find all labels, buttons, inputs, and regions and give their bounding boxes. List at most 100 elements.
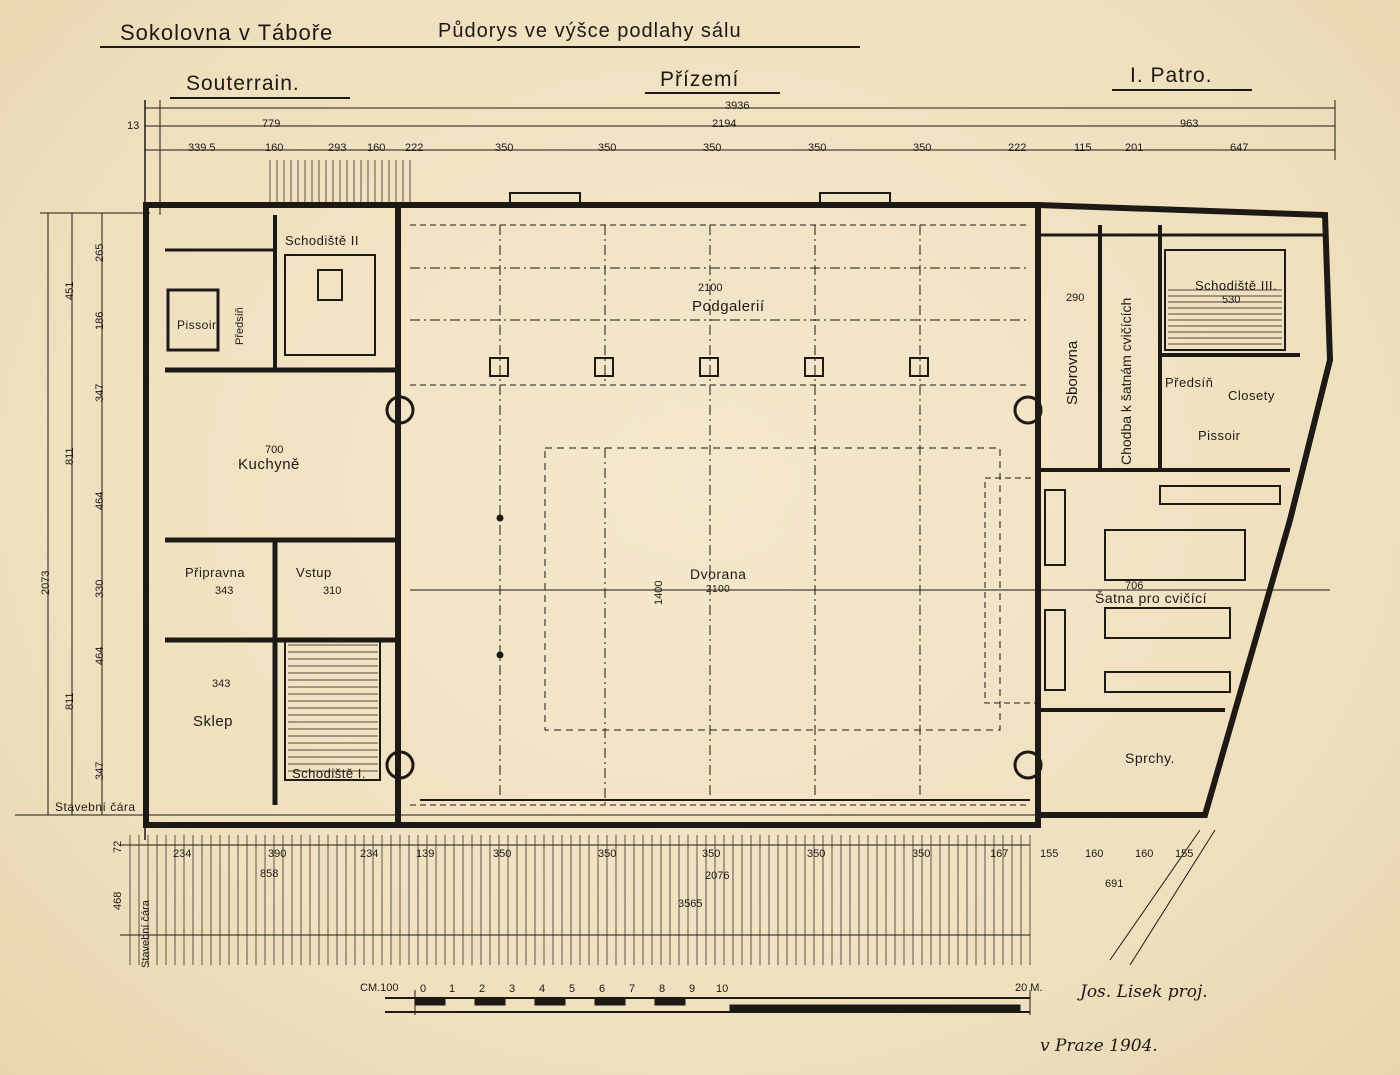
room-sprchy: Sprchy.: [1125, 750, 1175, 766]
dim-top-5: 222: [405, 142, 424, 154]
dim-sborovna: 290: [1066, 292, 1085, 304]
dim-left-72: 72: [112, 840, 124, 853]
section-prizemi-underline: [645, 92, 780, 94]
room-kuchyne: Kuchyně: [238, 456, 300, 473]
dim-bottom-3: 234: [360, 848, 379, 860]
dim-dvorana-height: 1400: [653, 580, 665, 605]
dim-pripravna: 343: [215, 585, 234, 597]
dim-left-total: 2073: [40, 570, 52, 595]
dim-left-451: 451: [64, 281, 76, 300]
dim-top-10: 350: [913, 142, 932, 154]
dim-schodiste-3: 530: [1222, 294, 1241, 306]
scale-tick-7: 7: [629, 983, 636, 995]
room-predsin-left: Předsíň: [234, 307, 246, 345]
room-dvorana: Dvorana: [690, 566, 747, 582]
dim-left-347-a: 347: [94, 383, 106, 402]
section-patro-underline: [1112, 89, 1252, 91]
room-sborovna: Sborovna: [1064, 340, 1081, 405]
dim-top-3: 293: [328, 142, 347, 154]
section-prizemi: Přízemí: [660, 68, 740, 91]
dim-left-468: 468: [112, 891, 124, 910]
dim-bottom-1: 234: [173, 848, 192, 860]
scale-tick-8: 8: [659, 983, 666, 995]
dim-top-14: 647: [1230, 142, 1249, 154]
dim-top-8: 350: [703, 142, 722, 154]
scale-tick-3: 3: [509, 983, 516, 995]
room-chodba: Chodba k šatnám cvičících: [1118, 297, 1134, 465]
dim-kuchyne: 700: [265, 444, 284, 456]
scale-tick-5: 5: [569, 983, 576, 995]
scale-tick-2: 2: [479, 983, 486, 995]
scale-tick-9: 9: [689, 983, 696, 995]
dim-bottom-5: 350: [493, 848, 512, 860]
dim-left-811-bottom: 811: [64, 692, 76, 710]
room-schodiste-1: Schodiště I.: [292, 766, 366, 781]
room-schodiste-2: Schodiště II: [285, 233, 359, 248]
room-pripravna: Připravna: [185, 565, 246, 580]
dim-left-186: 186: [94, 311, 106, 330]
dim-bottom-691: 691: [1105, 878, 1124, 890]
dim-top-right: 963: [1180, 118, 1199, 130]
dim-top-12: 115: [1074, 142, 1092, 154]
dim-left-464-a: 464: [94, 491, 106, 510]
dim-left-330: 330: [94, 579, 106, 598]
dim-top-mid: 2194: [712, 118, 737, 130]
dim-bottom-14: 155: [1175, 848, 1194, 860]
dim-vstup: 310: [323, 585, 342, 597]
dim-bottom-3565: 3565: [678, 898, 703, 910]
dim-satna: 706: [1125, 580, 1144, 592]
room-closety: Closety: [1228, 388, 1275, 403]
scale-end-label: 20 M.: [1015, 982, 1043, 994]
room-pissoir-right: Pissoir: [1198, 428, 1241, 443]
signature-place-date: v Praze 1904.: [1040, 1036, 1158, 1056]
dim-top-9: 350: [808, 142, 827, 154]
dvorana-dim: 2100: [706, 584, 731, 595]
scale-tick-4: 4: [539, 983, 546, 995]
room-schodiste-3: Schodiště III.: [1195, 278, 1278, 293]
section-souterrain-underline: [170, 97, 350, 99]
stavebni-cara-vertical: Stavební čára: [140, 900, 152, 968]
dim-bottom-9: 350: [912, 848, 931, 860]
dim-top-13: 201: [1125, 142, 1144, 154]
dim-top-4: 160: [367, 142, 386, 154]
dim-podgalerii: 2100: [698, 282, 723, 294]
dim-sklep: 343: [212, 678, 231, 690]
dim-top-11: 222: [1008, 142, 1027, 154]
dim-bottom-11: 155: [1040, 848, 1059, 860]
room-predsin-right: Předsíň: [1165, 375, 1214, 390]
room-vstup: Vstup: [296, 565, 332, 580]
dim-bottom-858: 858: [260, 868, 279, 880]
dim-left-347-b: 347: [94, 761, 106, 780]
dim-bottom-13: 160: [1135, 848, 1154, 860]
dim-bottom-2: 390: [268, 848, 287, 860]
section-souterrain: Souterrain.: [186, 72, 300, 95]
stavebni-cara-label: Stavební čára: [55, 800, 136, 814]
room-pissoir-left: Pissoir: [177, 318, 217, 332]
dim-bottom-7: 350: [702, 848, 721, 860]
dim-top-6: 350: [495, 142, 514, 154]
plan-title: Půdorys ve výšce podlahy sálu: [438, 20, 742, 42]
title-underline: [100, 46, 860, 48]
dim-top-1: 339.5: [188, 142, 216, 154]
scale-tick-10: 10: [716, 983, 729, 995]
room-podgalerii: Podgalerií: [692, 298, 765, 315]
dim-left-265: 265: [94, 243, 106, 262]
dim-left-811-top: 811: [64, 447, 76, 465]
building-title: Sokolovna v Táboře: [120, 20, 334, 45]
dim-top-edge: 13: [127, 120, 140, 132]
dim-bottom-8: 350: [807, 848, 826, 860]
room-satna: Šatna pro cvičící: [1095, 590, 1207, 606]
dim-bottom-10: 167: [990, 848, 1009, 860]
dim-bottom-12: 160: [1085, 848, 1104, 860]
scale-tick-6: 6: [599, 983, 606, 995]
dim-bottom-6: 350: [598, 848, 617, 860]
dim-top-7: 350: [598, 142, 617, 154]
dim-top-total: 3936: [725, 100, 750, 112]
signature-name: Jos. Lisek proj.: [1080, 982, 1208, 1002]
dim-bottom-4: 139: [416, 848, 435, 860]
dim-top-left: 779: [262, 118, 281, 130]
dim-bottom-2076: 2076: [705, 870, 730, 882]
room-sklep: Sklep: [193, 713, 234, 730]
scale-unit-label: CM.100: [360, 982, 399, 994]
